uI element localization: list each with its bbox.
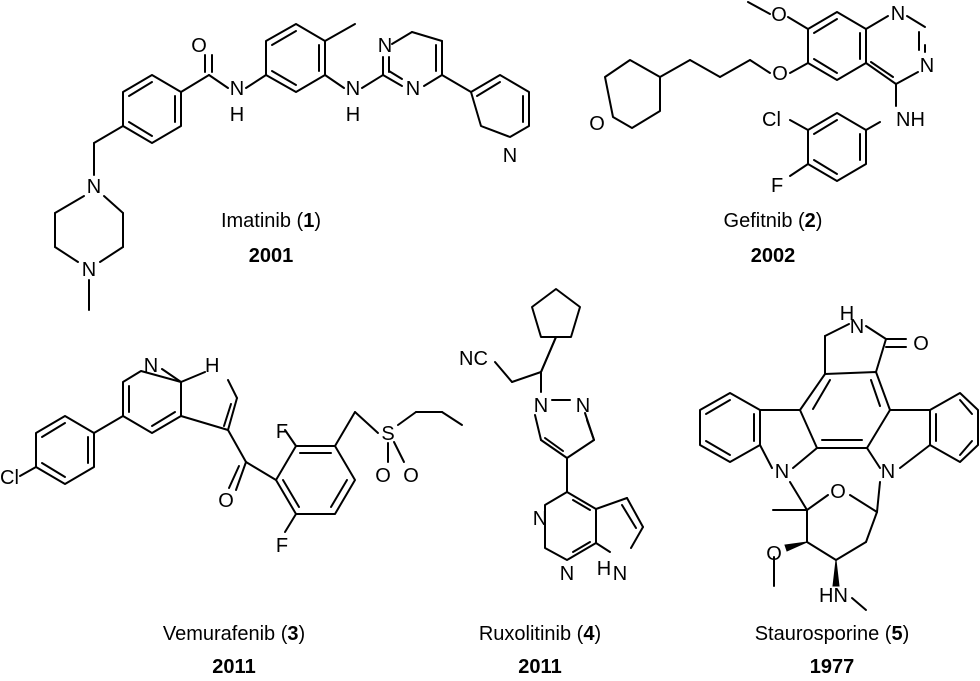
vemurafenib-s-label: S [381, 423, 394, 445]
gefitnib-methoxy-o-label: O [771, 4, 787, 26]
caption-staurosporine: Staurosporine (5) [755, 623, 910, 645]
ruxolitinib-pyrazole-n1-label: N [534, 395, 548, 417]
gefitnib-structure [604, 1, 926, 182]
staurosporine-hn-label: HN [819, 585, 848, 607]
gefitnib-oxane-o-label: O [589, 113, 605, 135]
ruxolitinib-pyrimidine-n1-label: N [533, 508, 547, 530]
vemurafenib-carbonyl-o-label: O [218, 490, 234, 512]
vemurafenib-cl-label: Cl [0, 467, 19, 489]
vemurafenib-so-o2-label: O [403, 465, 419, 487]
staurosporine-methoxy-o-label: O [766, 543, 782, 565]
year-staurosporine: 1977 [810, 656, 855, 678]
vemurafenib-so-o1-label: O [375, 465, 391, 487]
imatinib-piperazine-n1-label: N [87, 176, 101, 198]
imatinib-pyridine-n-label: N [503, 145, 517, 167]
year-ruxolitinib: 2011 [518, 656, 561, 678]
vemurafenib-pyrrole-nh-label: H [205, 355, 219, 377]
ruxolitinib-structure [494, 288, 644, 561]
staurosporine-lactam-n-label: N [850, 316, 864, 338]
vemurafenib-pyridine-n-label: N [144, 355, 158, 377]
vemurafenib-f1-label: F [276, 421, 288, 443]
gefitnib-nh-label: NH [896, 109, 925, 131]
staurosporine-lactam-h-label: H [840, 303, 854, 325]
ruxolitinib-pyrimidine-n2-label: N [560, 563, 574, 585]
staurosporine-structure [699, 323, 979, 611]
imatinib-amine-n-label: N [346, 78, 360, 100]
imatinib-amine-h-label: H [346, 104, 360, 126]
imatinib-pyrimidine-n2-label: N [406, 78, 420, 100]
caption-ruxolitinib: Ruxolitinib (4) [479, 623, 601, 645]
ruxolitinib-pyrazole-n2-label: N [576, 395, 590, 417]
gefitnib-cl-label: Cl [762, 109, 781, 131]
imatinib-piperazine-n2-label: N [82, 259, 96, 281]
caption-imatinib: Imatinib (1) [221, 210, 321, 232]
staurosporine-ring-o-label: O [830, 481, 846, 503]
gefitnib-n1-label: N [891, 3, 905, 25]
imatinib-amide-h-label: H [230, 104, 244, 126]
gefitnib-n3-label: N [920, 55, 934, 77]
caption-vemurafenib: Vemurafenib (3) [163, 623, 305, 645]
vemurafenib-f2-label: F [276, 535, 288, 557]
gefitnib-f-label: F [771, 175, 783, 197]
staurosporine-carbonyl-o-label: O [913, 333, 929, 355]
caption-gefitnib: Gefitnib (2) [724, 210, 823, 232]
staurosporine-n-right-label: N [881, 461, 895, 483]
year-imatinib: 2001 [249, 245, 294, 267]
ruxolitinib-pyrrole-n-label: N [613, 563, 627, 585]
ruxolitinib-pyrrole-h-label: H [597, 558, 611, 580]
imatinib-amide-n-label: N [230, 78, 244, 100]
ruxolitinib-nc-label: NC [459, 348, 488, 370]
gefitnib-ether-o-label: O [772, 63, 788, 85]
imatinib-structure [54, 23, 530, 311]
year-gefitnib: 2002 [751, 245, 796, 267]
staurosporine-n-left-label: N [775, 461, 789, 483]
imatinib-o-label: O [191, 35, 207, 57]
vemurafenib-structure [19, 368, 463, 533]
imatinib-pyrimidine-n1-label: N [378, 35, 392, 57]
year-vemurafenib: 2011 [212, 656, 255, 678]
